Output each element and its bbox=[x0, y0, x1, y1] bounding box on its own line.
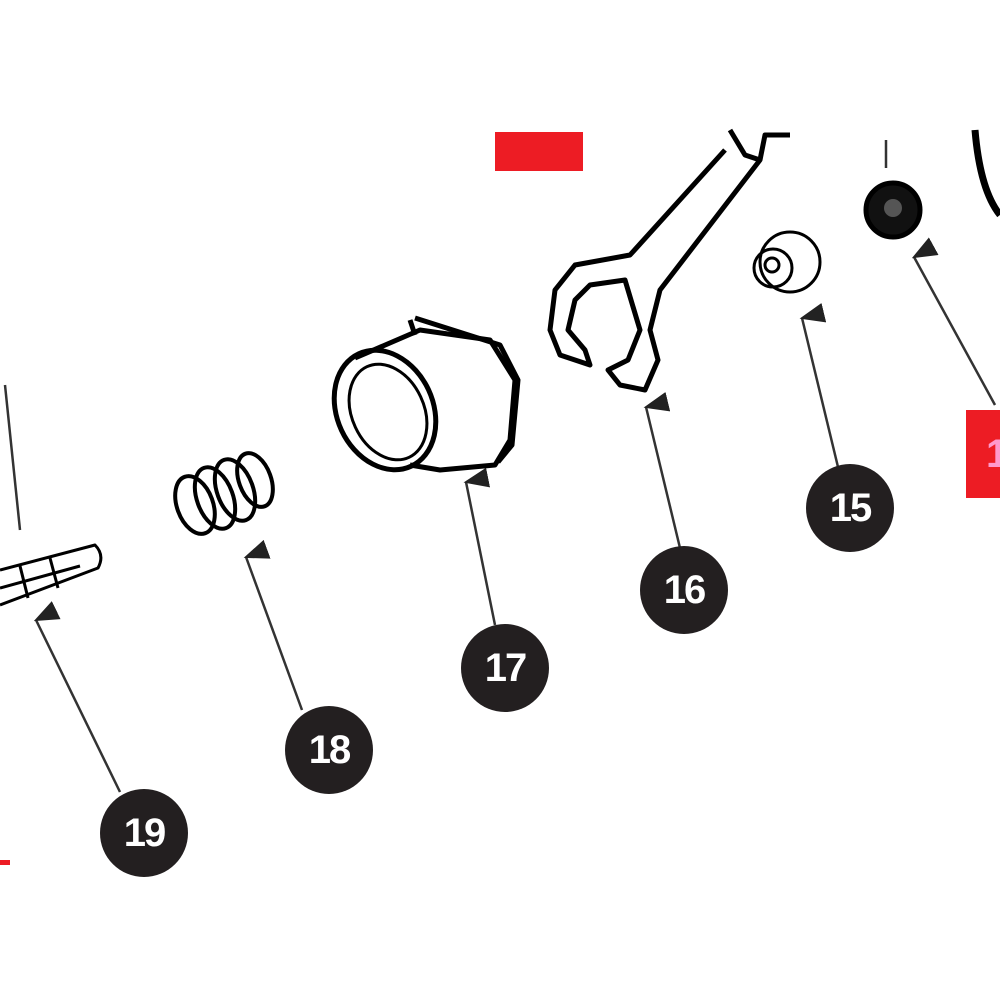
leader-line-15 bbox=[799, 302, 840, 468]
red-label-text: 1 bbox=[986, 432, 1000, 476]
callout-19: 19 bbox=[100, 789, 188, 877]
callout-18: 18 bbox=[285, 706, 373, 794]
leader-line-14 bbox=[911, 237, 997, 406]
callout-label: 18 bbox=[308, 727, 351, 772]
leader-line-18 bbox=[243, 539, 304, 711]
callout-label: 15 bbox=[829, 485, 872, 530]
red-label-box-right: 1 bbox=[966, 410, 1000, 498]
callout-17: 17 bbox=[461, 624, 549, 712]
callout-15: 15 bbox=[806, 464, 894, 552]
callout-label: 17 bbox=[484, 645, 527, 690]
shaft-part bbox=[0, 543, 103, 607]
shift-fork-part bbox=[547, 128, 790, 393]
leader-line-16 bbox=[643, 392, 682, 549]
callout-16: 16 bbox=[640, 546, 728, 634]
clutch-sleeve-part bbox=[331, 315, 521, 473]
bushing-part bbox=[752, 230, 822, 294]
red-label-box-top bbox=[495, 132, 583, 171]
ring-part bbox=[971, 129, 1000, 218]
callout-label: 16 bbox=[663, 567, 706, 612]
callout-label: 19 bbox=[123, 810, 166, 855]
red-mark-bottom-left bbox=[0, 860, 10, 865]
leader-line-17 bbox=[463, 467, 497, 626]
leader-line-left bbox=[3, 384, 22, 531]
leader-line-19 bbox=[33, 601, 122, 793]
spring-part bbox=[173, 451, 275, 536]
